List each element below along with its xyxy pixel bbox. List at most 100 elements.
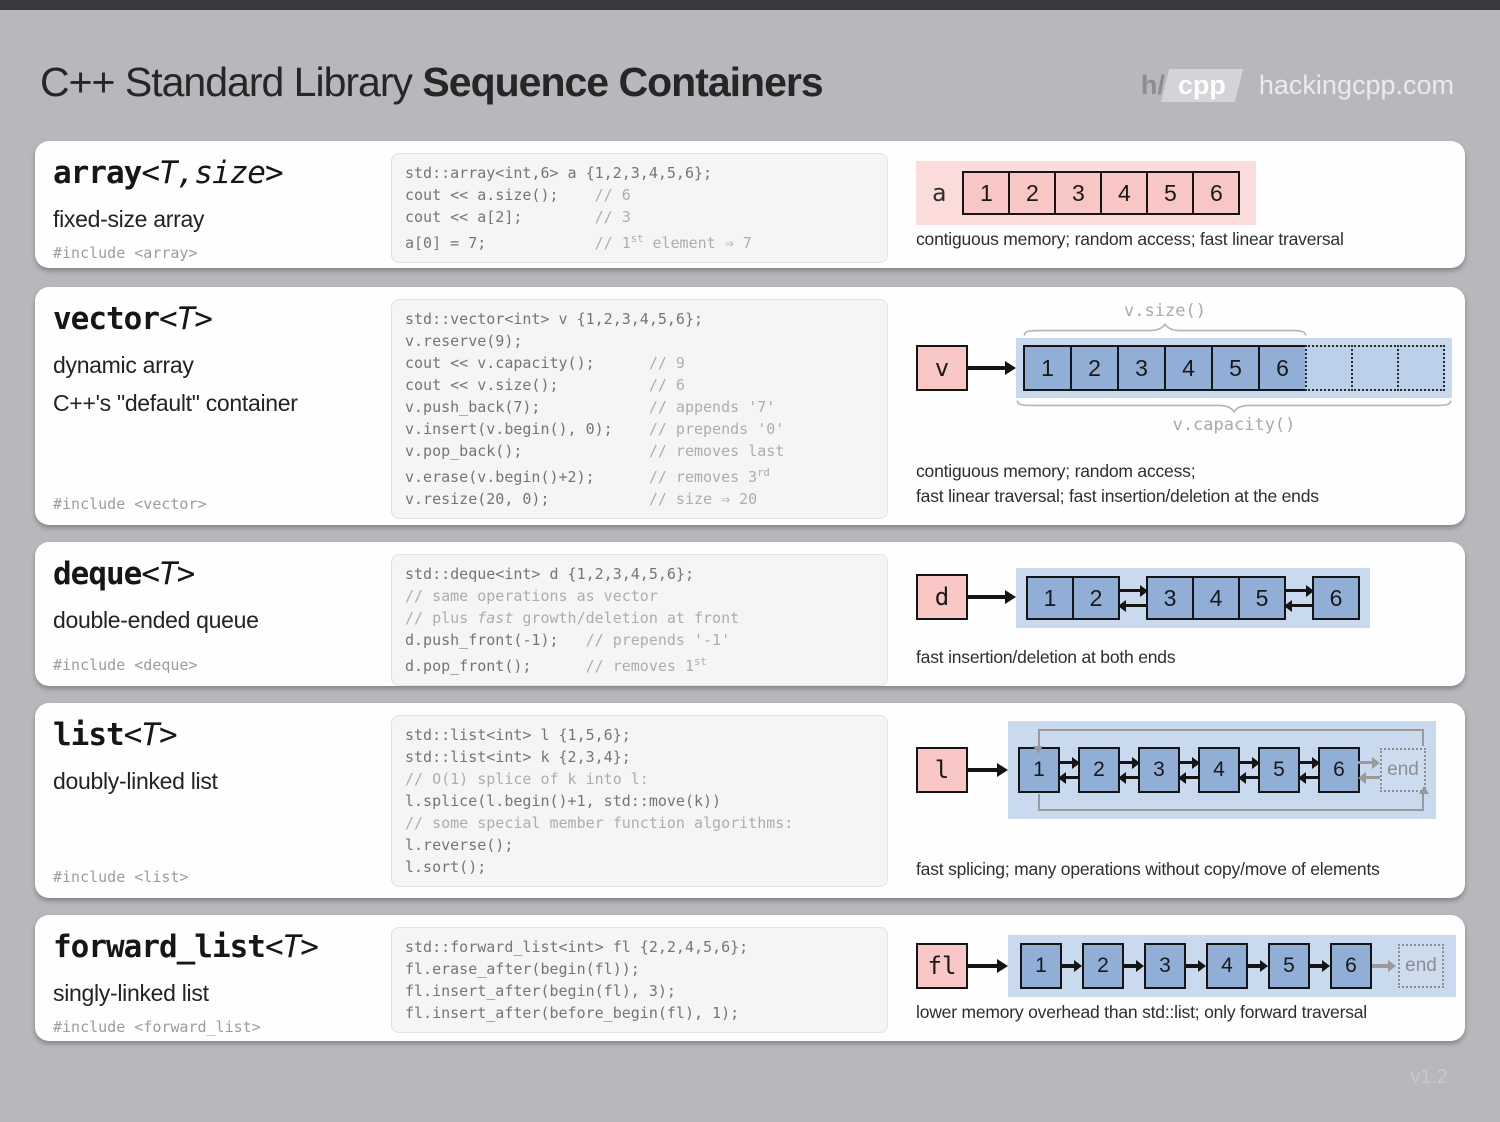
code-line: std::forward_list<int> fl {2,2,4,5,6}; <box>405 936 874 958</box>
pointer-arrow-icon <box>968 590 1016 604</box>
code-line: v.insert(v.begin(), 0); // prepends '0' <box>405 418 874 440</box>
code-text: l.reverse(); <box>405 836 514 854</box>
code-text: std::forward_list<int> fl {2,2,4,5,6}; <box>405 938 749 956</box>
memory-cell: 5 <box>1238 576 1286 620</box>
code-text: a[0] = 7; <box>405 234 595 252</box>
brace-icon <box>1023 322 1307 336</box>
code-line: v.pop_back(); // removes last <box>405 440 874 462</box>
capacity-label: v.capacity() <box>1172 415 1296 435</box>
code-column: std::vector<int> v {1,2,3,4,5,6};v.reser… <box>391 297 888 519</box>
container-template-params: <T> <box>141 556 195 592</box>
logo-h: h/ <box>1140 70 1165 100</box>
code-comment: // removes 3 <box>648 468 758 486</box>
container-descriptions: fixed-size array <box>53 206 391 244</box>
code-line: // some special member function algorith… <box>405 812 874 834</box>
code-line: fl.insert_after(before_begin(fl), 1); <box>405 1002 874 1024</box>
code-text: v.reserve(9); <box>405 332 523 350</box>
code-snippet: std::array<int,6> a {1,2,3,4,5,6};cout <… <box>391 153 888 263</box>
code-text: v.push_back(7); <box>405 398 649 416</box>
link-arrow-icon <box>1298 771 1320 784</box>
code-line: std::deque<int> d {1,2,3,4,5,6}; <box>405 563 874 585</box>
page-header: C++ Standard Library Sequence Containers… <box>0 10 1500 106</box>
link-arrow-icon <box>1124 960 1144 972</box>
memory-cell: 3 <box>1144 943 1186 989</box>
container-template-params: <T> <box>123 717 178 753</box>
code-text: v.erase(v.begin()+2); <box>405 468 649 486</box>
code-line: cout << v.capacity(); // 9 <box>405 352 874 374</box>
code-line: std::list<int> k {2,3,4}; <box>405 746 874 768</box>
traits-caption-line: contiguous memory; random access; <box>916 461 1196 482</box>
card-forward_list: forward_list<T> singly-linked list #incl… <box>35 915 1465 1041</box>
container-name: array <box>53 155 142 191</box>
code-line: v.push_back(7); // appends '7' <box>405 396 874 418</box>
code-column: std::deque<int> d {1,2,3,4,5,6};// same … <box>391 552 888 686</box>
link-arrow-icon <box>1118 756 1140 769</box>
traits-caption: fast insertion/deletion at both ends <box>916 645 1451 674</box>
code-text: std::array<int,6> a {1,2,3,4,5,6}; <box>405 164 713 182</box>
memory-cell: 5 <box>1258 747 1300 793</box>
container-descriptions: doubly-linked list <box>53 768 391 806</box>
code-text: cout << a[2]; <box>405 208 595 226</box>
capacity-brace <box>1016 400 1452 414</box>
container-title: deque<T> <box>53 556 391 592</box>
memory-cell: 4 <box>1192 576 1240 620</box>
traits-caption-line: fast insertion/deletion at both ends <box>916 647 1176 668</box>
code-line: cout << v.size(); // 6 <box>405 374 874 396</box>
variable-label: d <box>916 574 968 620</box>
variable-label: a <box>932 179 947 207</box>
memory-cell: 3 <box>1138 747 1180 793</box>
code-line: // same operations as vector <box>405 585 874 607</box>
container-descriptions: singly-linked list <box>53 980 391 1018</box>
info-column: forward_list<T> singly-linked list #incl… <box>51 925 391 1036</box>
container-description: doubly-linked list <box>53 768 218 794</box>
link-arrow-icon <box>1310 960 1330 972</box>
memory-cell: 6 <box>1318 747 1360 793</box>
bidirectional-link-icon <box>1298 756 1320 784</box>
link-arrow-icon <box>1062 960 1082 972</box>
code-comment: rd <box>757 467 770 479</box>
loop-arrowhead-icon <box>1419 786 1429 794</box>
memory-cell: 1 <box>1023 345 1072 391</box>
include-directive: #include <list> <box>53 868 189 886</box>
link-arrow-icon <box>1058 756 1080 769</box>
size-brace <box>1023 322 1307 336</box>
link-arrow-icon <box>1238 756 1260 769</box>
logo-cpp-text: cpp <box>1177 70 1226 100</box>
top-accent-bar <box>0 0 1500 10</box>
bidirectional-link-icon <box>1358 756 1380 784</box>
code-line: l.sort(); <box>405 856 874 878</box>
bidirectional-link-icon <box>1118 584 1148 612</box>
logo-cpp-badge: cpp <box>1165 69 1239 102</box>
end-sentinel: end <box>1380 748 1426 792</box>
code-text: std::list<int> l {1,5,6}; <box>405 726 631 744</box>
memory-cell: 4 <box>1164 345 1213 391</box>
bidirectional-link-icon <box>1284 584 1314 612</box>
traits-caption: contiguous memory; random access;fast li… <box>916 459 1452 513</box>
container-description: C++'s "default" container <box>53 390 298 416</box>
container-template-params: <T,size> <box>141 155 283 191</box>
code-comment: st <box>694 656 707 668</box>
code-snippet: std::deque<int> d {1,2,3,4,5,6};// same … <box>391 554 888 686</box>
bidirectional-link-icon <box>1058 756 1080 784</box>
memory-cell: 2 <box>1008 171 1057 215</box>
code-line: v.erase(v.begin()+2); // removes 3rd <box>405 462 874 488</box>
code-line: cout << a[2]; // 3 <box>405 206 874 228</box>
code-comment: fast <box>477 609 514 627</box>
code-line: std::list<int> l {1,5,6}; <box>405 724 874 746</box>
variable-label: l <box>916 747 968 793</box>
link-arrow-icon <box>1284 599 1314 612</box>
link-arrow-icon <box>1058 771 1080 784</box>
link-arrow-icon <box>1298 756 1320 769</box>
container-name: forward_list <box>53 929 266 965</box>
card-deque: deque<T> double-ended queue #include <de… <box>35 542 1465 686</box>
container-name: vector <box>53 301 160 337</box>
code-text: v.pop_back(); <box>405 442 649 460</box>
info-column: array<T,size> fixed-size array #include … <box>51 151 391 262</box>
